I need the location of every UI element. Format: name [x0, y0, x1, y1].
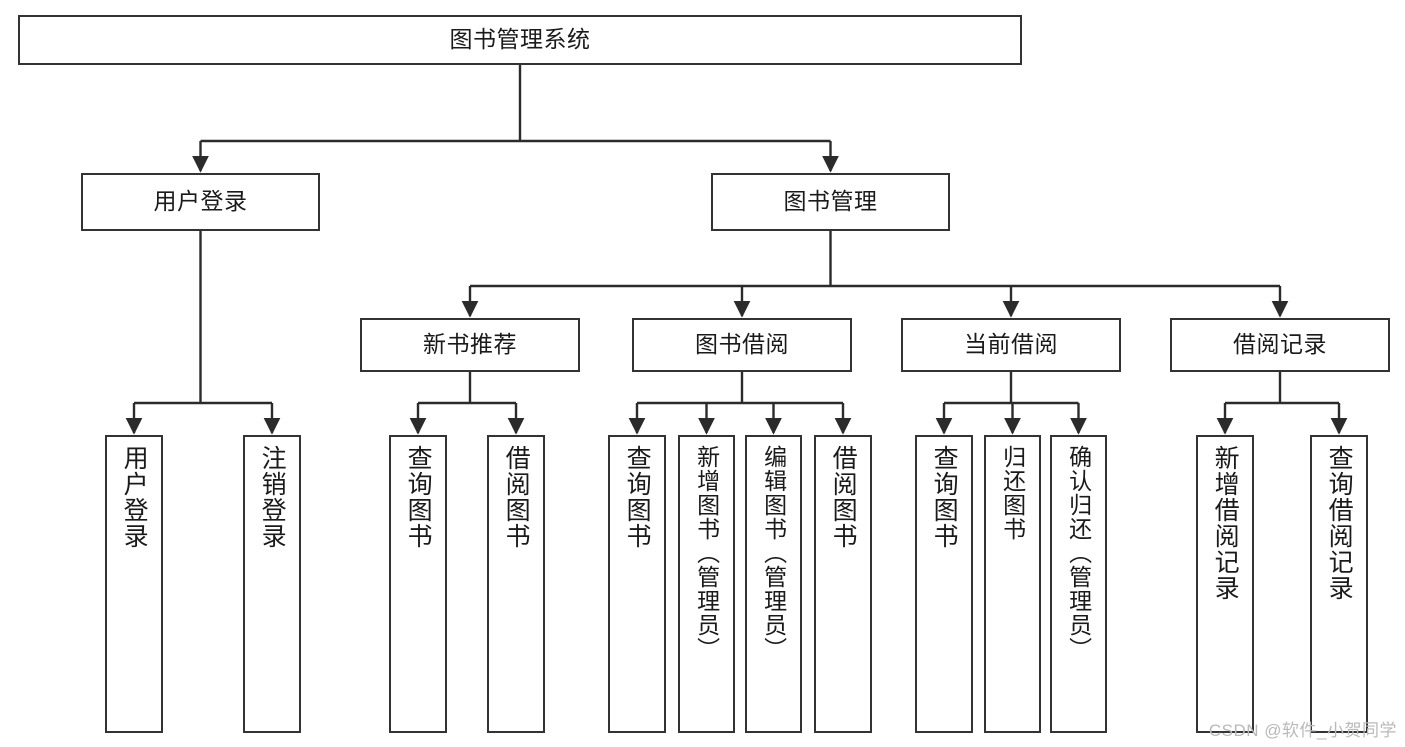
node-label: 查询图书: [623, 445, 652, 549]
node-leaf-query-1[interactable]: 查询图书: [389, 435, 447, 733]
node-label: 借阅图书: [502, 445, 531, 549]
node-label: 确认归还（管理员）: [1065, 445, 1092, 661]
node-label: 用户登录: [153, 188, 248, 215]
node-label: 图书管理系统: [449, 26, 591, 53]
node-label: 归还图书: [999, 445, 1026, 541]
node-leaf-borrow-1[interactable]: 借阅图书: [487, 435, 545, 733]
node-label: 图书管理: [783, 188, 878, 215]
node-label: 注销登录: [258, 445, 287, 549]
node-leaf-confirm[interactable]: 确认归还（管理员）: [1050, 435, 1107, 733]
node-label: 借阅图书: [829, 445, 858, 549]
node-cur-borrow[interactable]: 当前借阅: [901, 318, 1121, 372]
node-root[interactable]: 图书管理系统: [18, 15, 1022, 65]
node-leaf-edit-book[interactable]: 编辑图书（管理员）: [745, 435, 802, 733]
node-label: 当前借阅: [964, 331, 1058, 358]
node-label: 借阅记录: [1233, 331, 1327, 358]
node-label: 图书借阅: [695, 331, 789, 358]
node-user-login[interactable]: 用户登录: [81, 173, 320, 231]
node-book-borrow[interactable]: 图书借阅: [632, 318, 852, 372]
node-label: 编辑图书（管理员）: [760, 445, 787, 661]
node-borrow-log[interactable]: 借阅记录: [1170, 318, 1390, 372]
node-leaf-logout[interactable]: 注销登录: [243, 435, 301, 733]
node-label: 查询借阅记录: [1325, 445, 1354, 601]
node-label: 新增图书（管理员）: [693, 445, 720, 661]
node-label: 用户登录: [120, 445, 149, 549]
node-leaf-query-3[interactable]: 查询图书: [915, 435, 973, 733]
node-label: 查询图书: [930, 445, 959, 549]
node-new-book-rec[interactable]: 新书推荐: [360, 318, 580, 372]
node-leaf-borrow-2[interactable]: 借阅图书: [814, 435, 872, 733]
node-book-mgmt[interactable]: 图书管理: [711, 173, 950, 231]
node-label: 查询图书: [404, 445, 433, 549]
node-leaf-login[interactable]: 用户登录: [105, 435, 163, 733]
node-leaf-query-2[interactable]: 查询图书: [608, 435, 666, 733]
node-leaf-add-book[interactable]: 新增图书（管理员）: [678, 435, 735, 733]
node-label: 新增借阅记录: [1211, 445, 1240, 601]
node-label: 新书推荐: [423, 331, 517, 358]
node-leaf-query-log[interactable]: 查询借阅记录: [1310, 435, 1368, 733]
node-leaf-return[interactable]: 归还图书: [984, 435, 1041, 733]
edge-paths: [125, 65, 1348, 435]
node-leaf-add-log[interactable]: 新增借阅记录: [1196, 435, 1254, 733]
